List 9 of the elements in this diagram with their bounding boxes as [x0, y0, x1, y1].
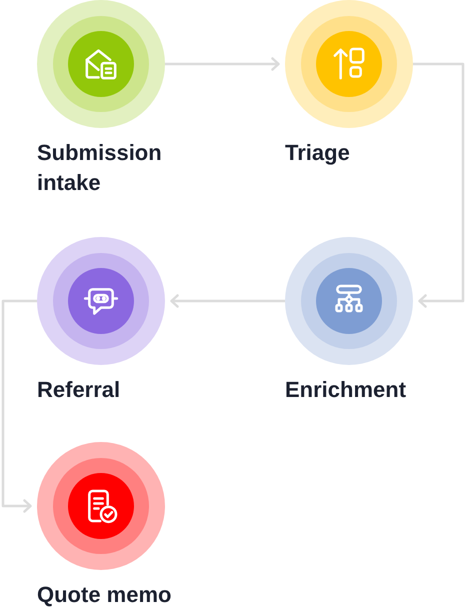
step-label: Quote memo [37, 581, 172, 609]
step-label: Triage [285, 139, 350, 167]
connector-arrow [413, 62, 464, 308]
connector-arrow [170, 294, 285, 308]
step-label: Enrichment [285, 376, 406, 404]
step-label: Submission intake [37, 139, 163, 197]
connector-arrow [2, 300, 37, 513]
connector-arrow [165, 57, 280, 71]
step-label: Referral [37, 376, 120, 404]
